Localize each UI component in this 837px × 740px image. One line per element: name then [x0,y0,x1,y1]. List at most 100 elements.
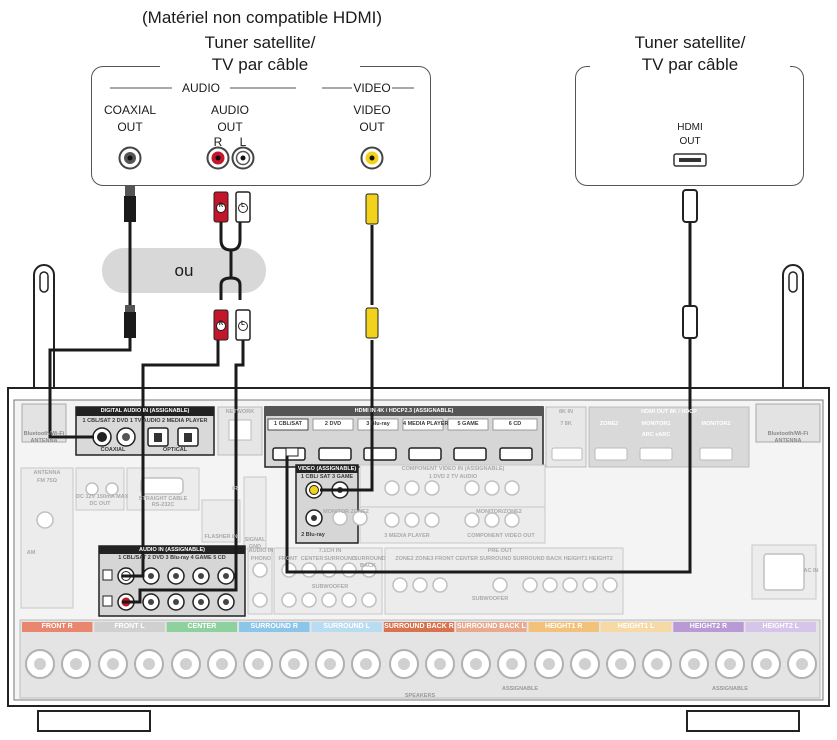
or-label: ou [174,261,194,280]
hdmi-input-2: 2 DVD [324,421,342,427]
speaker-section-label: HEIGHT2 R [689,623,728,630]
ac-in-label: AC IN [803,568,819,574]
speaker-section-label: HEIGHT1 L [617,623,655,630]
speaker-section-tab [22,622,93,632]
component-in-label: COMPONENT VIDEO IN (ASSIGNABLE) [401,466,505,472]
speaker-section-label: HEIGHT2 L [762,623,800,630]
speaker-section-tab [311,622,382,632]
speakers-label: SPEAKERS [404,693,436,699]
video-out-jack [360,146,384,170]
coaxial-label: COAXIAL [103,103,157,117]
speaker-section-tab [239,622,310,632]
signal-gnd-label: SIGNAL GND [244,537,266,550]
zone2-label: ZONE2 [599,421,619,427]
audio-out-r-jack [206,146,230,170]
antenna-right-label: Bluetooth/Wi-Fi ANTENNA [767,431,809,444]
receiver-feet [37,710,800,732]
hdmi-input-1: 1 CBL/SAT [273,421,302,427]
component-inputs-label: 1 DVD 2 TV AUDIO [428,474,478,480]
audio-in-panel [98,545,246,617]
plug-r-bottom: R [218,321,224,327]
blu-ray-label: 2 Blu-ray [301,532,325,538]
flasher-in-label: FLASHER IN [204,534,238,540]
coaxial-plugs [124,186,136,338]
audio-in-label: AUDIO IN [248,548,274,554]
eight-k-in-label: 8K IN [558,409,574,415]
right-device-title-line1: Tuner satellite/ [634,33,746,52]
dc-spec-label: DC 12V 150mA MAX [76,494,129,500]
coaxial-panel-label: COAXIAL [100,447,126,453]
rs232c-label: RS-232C [151,502,175,508]
front-71-label: FRONT [278,556,298,562]
left-device-note: (Matériel non compatible HDMI) [142,8,382,27]
pre-out-label: PRE OUT [487,548,513,554]
hdmi-plugs [285,189,698,457]
hdmi-out-label-panel: HDMI OUT 8K / HDCP [641,409,697,415]
audio-inputs-label: 1 CBL/SAT 2 DVD 3 Blu-ray 4 GAME 5 CD [118,555,226,561]
network-panel [217,406,263,456]
hdmi-input-6: 6 CD [508,421,522,427]
video-out-label: OUT [359,120,385,134]
ch71-label: 7.1CH IN [318,548,342,554]
monitor2-label: MONITOR2 [701,421,731,427]
hdmi-label: HDMI [677,122,703,133]
hdmi-out-label: OUT [679,136,701,147]
media-player-label: 3 MEDIA PLAYER [384,533,430,539]
subwoofer-pre-out-label: SUBWOOFER [471,596,509,602]
coaxial-out-jack [118,146,142,170]
speaker-section-label: SURROUND L [323,623,370,630]
speaker-section-label: FRONT R [41,623,73,630]
surround-back-71-label: SURROUND BACK [354,556,386,569]
subwoofer-71-label: SUBWOOFER [311,584,349,590]
video-cable [320,225,374,492]
audio-l-label: L [239,135,247,149]
hdmi-in-label: HDMI IN 4K / HDCP2.3 (ASSIGNABLE) [354,408,454,414]
plug-l-bottom: L [241,321,245,327]
speaker-section-label: CENTER [187,623,217,630]
speaker-section-tab [673,622,744,632]
antenna-label: ANTENNA [33,470,61,476]
audio-out-l-jack [231,146,255,170]
rca-audio-plugs [213,191,251,341]
monitor1-label: MONITOR1 [641,421,671,427]
surround-71-label: SURROUND [324,556,356,562]
straight-cable-label: STRAIGHT CABLE [138,496,188,502]
video-plugs [365,193,379,339]
audio-label: AUDIO [210,103,249,117]
speaker-section-label: FRONT L [114,623,145,630]
digital-audio-in-panel [75,406,215,456]
video-in-panel [295,464,359,544]
video-group-label: VIDEO [353,81,391,95]
monitor-zone2-out-label: MONITOR/ZONE2 [476,509,522,515]
hdmi-input-5: 5 GAME [457,421,479,427]
speaker-section-label: SURROUND R [250,623,298,630]
optical-panel-label: OPTICAL [162,447,188,453]
audio-in-assignable-label: AUDIO IN (ASSIGNABLE) [139,547,205,553]
hdmi-input-4: 4 MEDIA PLAYER [403,421,449,427]
ir-label: IR [232,486,238,492]
hdmi-cable [285,222,692,574]
left-device-title-line1: Tuner satellite/ [204,33,316,52]
speaker-section-label: SURROUND BACK R [384,623,454,630]
dc-out-label: DC OUT [89,501,111,507]
speaker-section-tab [600,622,672,632]
am-label: AM [26,550,36,556]
hdmi-out-port [673,153,707,167]
speaker-section-label: SURROUND BACK L [456,623,526,630]
speaker-section-label: HEIGHT1 R [545,623,583,630]
digital-audio-in-label: DIGITAL AUDIO IN (ASSIGNABLE) [100,408,190,414]
antenna-right-base [755,403,821,443]
speaker-terminal-strip [19,619,821,699]
assignable-label-1: ASSIGNABLE [501,686,539,692]
video-assignable-label: VIDEO (ASSIGNABLE) [297,466,357,472]
hdmi-in-panel [264,406,544,468]
pre-out-cols-label: ZONE2 ZONE3 FRONT CENTER SURROUND SURROU… [395,556,613,562]
component-out-label: COMPONENT VIDEO OUT [467,533,535,539]
audio-r-label: R [213,135,223,149]
monitor-zone2-label: MONITOR ZONE2 [323,509,369,515]
speaker-section-tab [166,622,238,632]
speaker-section-tab [94,622,165,632]
phono-label: PHONO [250,556,272,562]
rca-audio-cable [122,222,245,604]
